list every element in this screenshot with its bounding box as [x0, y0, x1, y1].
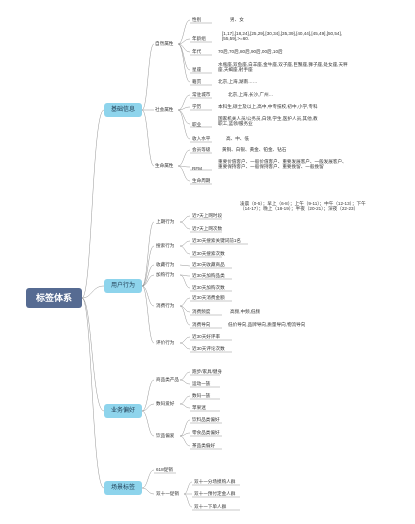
review-behavior[interactable]: 评价行为 — [156, 340, 175, 345]
social-attributes[interactable]: 社会属性 — [155, 107, 174, 112]
era-label[interactable]: 年代 — [192, 49, 202, 54]
cart-count-30d[interactable]: 近30天加购次数 — [192, 285, 225, 290]
education-label[interactable]: 学历 — [192, 104, 202, 109]
era-values: 70后,70后,80后,90后,00后,10后 — [218, 49, 283, 54]
natural-attributes[interactable]: 自然属性 — [155, 41, 174, 46]
consume-frequency-values: 高频,中频,低频 — [230, 309, 261, 314]
pref-digital-group[interactable]: 数码一族 — [192, 393, 211, 398]
login-behavior[interactable]: 上期行为 — [156, 219, 175, 224]
review-good-rate-30d[interactable]: 近30天好评率 — [192, 334, 221, 339]
category-user-behavior[interactable]: 用户行为 — [104, 279, 142, 293]
consume-orientation-values: 低价导向,品牌导向,质量导向,物流导向 — [228, 322, 306, 327]
online-period-7d[interactable]: 近7天上网时段 — [192, 213, 223, 218]
product-preference[interactable]: 商品类产品 — [156, 377, 179, 382]
consume-frequency[interactable]: 消费频度 — [192, 309, 211, 314]
category-scene-tags[interactable]: 场景标签 — [104, 481, 142, 495]
online-period-7d-values: 凌晨（0-5）；早上（6-8）；上午（9-11）；中午（12-13）；下午（14… — [240, 201, 366, 211]
member-level-values: 黄铜、白银、黄金、铂金、钻石 — [222, 147, 287, 152]
income-values: 高、中、低 — [226, 136, 249, 141]
native-place-label[interactable]: 籍贯 — [192, 79, 202, 84]
root-node[interactable]: 标签体系 — [26, 288, 82, 308]
category-business-preference[interactable]: 业务偏好 — [104, 404, 142, 418]
gender-values: 男、女 — [230, 17, 244, 22]
lifecycle-label[interactable]: 生命周期 — [192, 178, 211, 183]
rfm-label[interactable]: RFM — [192, 166, 202, 171]
pref-sports[interactable]: 运动一族 — [192, 381, 211, 386]
scene-double11[interactable]: 双十一促销 — [156, 491, 179, 496]
double11-deposit-buyers[interactable]: 双十一预付定金人群 — [194, 491, 236, 496]
income-label[interactable]: 收入水平 — [192, 136, 211, 141]
cart-category-30d[interactable]: 近30天加购品类 — [192, 273, 225, 278]
occupation-values: 国家机关人员/公务员,白领,学生,医护人员,其他,教职工,蓝领/服务业 — [218, 116, 318, 126]
age-group-label[interactable]: 年龄组 — [192, 36, 206, 41]
life-attributes[interactable]: 生命属性 — [155, 163, 174, 168]
city-values: 北京,上海,长沙,广州… — [228, 92, 274, 97]
drink-preference[interactable]: 饮品偏爱 — [156, 433, 175, 438]
occupation-label[interactable]: 职业 — [192, 122, 202, 127]
native-place-values: 北京,上海,湖南…… — [218, 79, 258, 84]
gender-label[interactable]: 性别 — [192, 17, 202, 22]
double11-order-buyers[interactable]: 双十一下单人群 — [194, 504, 227, 509]
pref-tea[interactable]: 茶品类偏好 — [192, 443, 215, 448]
scene-618[interactable]: 618促销 — [156, 467, 173, 472]
search-top-keyword-30d[interactable]: 近30天搜索关键词前1名 — [192, 238, 242, 243]
consume-amount-30d[interactable]: 近30天消费金额 — [192, 295, 225, 300]
age-group-values: [1,17],[18,24],[25,29],[30,34],[35,39],[… — [222, 31, 343, 41]
search-behavior[interactable]: 搜索行为 — [156, 243, 175, 248]
pref-beverage[interactable]: 饮料品类偏好 — [192, 417, 220, 422]
collect-behavior[interactable]: 收藏行为 — [156, 262, 175, 267]
member-level-label[interactable]: 会员等级 — [192, 147, 211, 152]
education-values: 本科生,硕士及以上,高中,中专技校,初中,小学,专科 — [218, 104, 318, 109]
double11-split-buyers[interactable]: 双十一分场摸购人群 — [194, 479, 236, 484]
online-count-7d[interactable]: 近7天上网次数 — [192, 226, 223, 231]
collect-items-30d[interactable]: 近30天收藏商品 — [192, 262, 225, 267]
pref-apple-fan[interactable]: 苹果迷 — [192, 405, 206, 410]
consume-orientation[interactable]: 消费导向 — [192, 322, 211, 327]
search-count-30d[interactable]: 近30天搜索次数 — [192, 251, 225, 256]
pref-snack[interactable]: 零食品类偏好 — [192, 430, 220, 435]
consume-behavior[interactable]: 消费行为 — [156, 303, 175, 308]
zodiac-label[interactable]: 星座 — [192, 67, 202, 72]
review-count-30d[interactable]: 近30天评论次数 — [192, 346, 225, 351]
city-label[interactable]: 常驻城市 — [192, 92, 211, 97]
category-basic-info[interactable]: 基础信息 — [104, 103, 142, 117]
zodiac-values: 水瓶座,双鱼座,白羊座,金牛座,双子座,巨蟹座,狮子座,处女座,天秤座,天蝎座,… — [218, 62, 348, 72]
cart-behavior[interactable]: 加购行为 — [156, 272, 175, 277]
rfm-values: 重要价值客户、一般价值客户、重要发展客户、一般发展客户、重要保持客户、一般保持客… — [218, 159, 347, 169]
digital-preference[interactable]: 数码爱好 — [156, 401, 175, 406]
pref-running-fitness[interactable]: 跑步/家具/健身 — [192, 369, 223, 374]
